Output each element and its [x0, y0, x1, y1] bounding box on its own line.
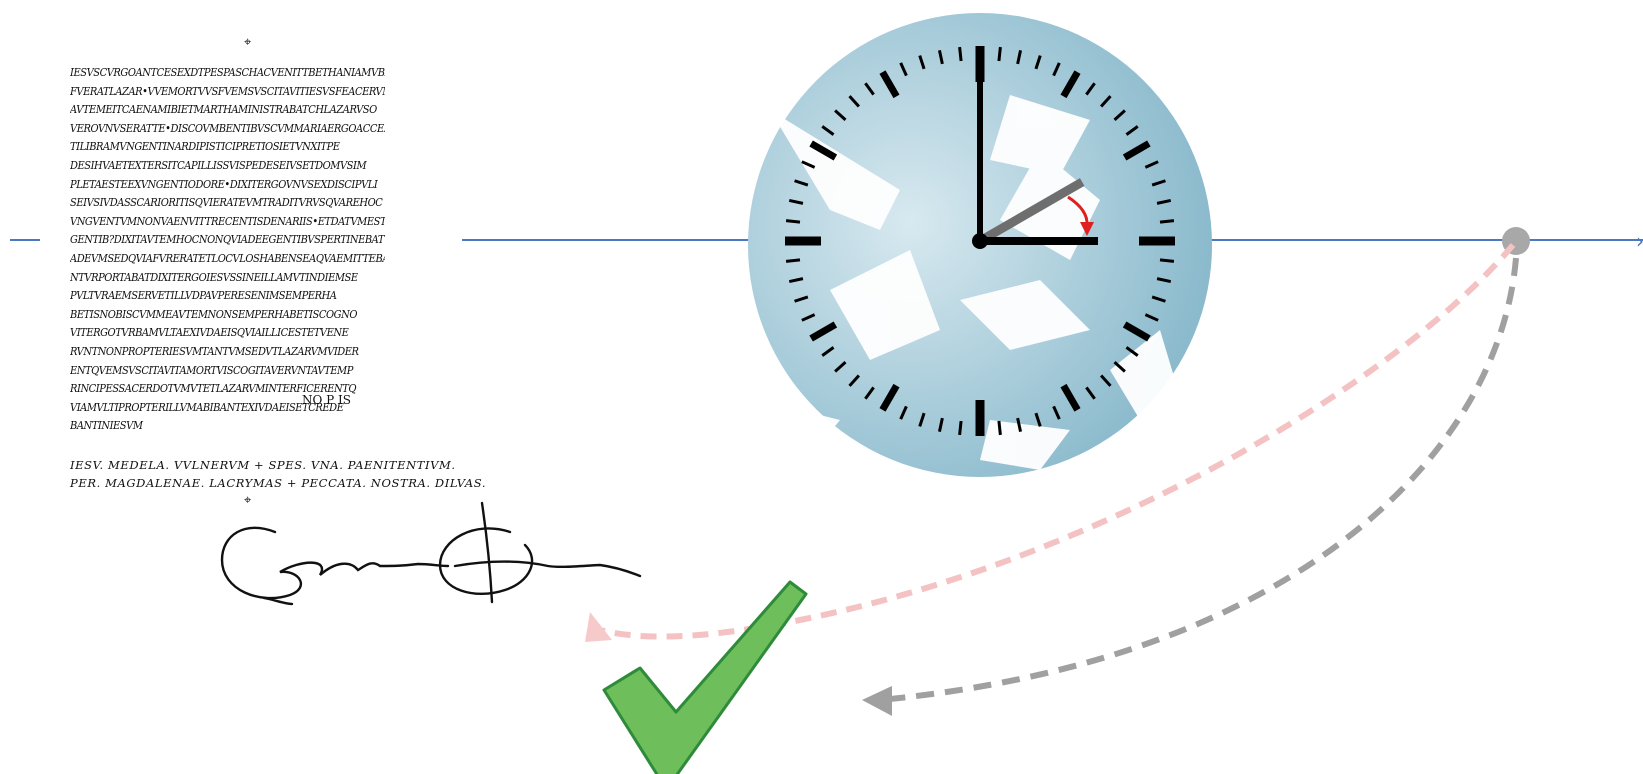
- clock-tick: [999, 47, 1000, 61]
- clock-tick: [999, 421, 1000, 435]
- clock-tick: [786, 221, 800, 222]
- motto-line-2: PER. MAGDALENAE. LACRYMAS + PECCATA. NOS…: [70, 476, 486, 490]
- right-arrow-tip: ›: [1636, 229, 1643, 253]
- cipher-line: IESVSCVRGOANTCESEXDTPESPASCHACVENITTBETH…: [70, 66, 385, 85]
- cipher-line: ENTQVEMSVSCITAVITAMORTVISCOGITAVERVNTAVT…: [70, 364, 385, 383]
- clock-tick: [786, 260, 800, 261]
- cipher-line: ADEVMSEDQVIAFVRERATETLOCVLOSHABENSEAQVAE…: [70, 252, 385, 271]
- clock-center: [972, 233, 988, 249]
- cipher-line: NTVRPORTABATDIXITERGOIESVSSINEILLAMVTIND…: [70, 271, 385, 290]
- clock-tick: [1160, 221, 1174, 222]
- cipher-line: BANTINIESVM: [70, 419, 385, 438]
- cipher-line: BETISNOBISCVMMEAVTEMNONSEMPERHABETISCOGN…: [70, 308, 385, 327]
- cipher-line: AVTEMEITCAENAMIBIETMARTHAMINISTRABATCHLA…: [70, 103, 385, 122]
- cipher-text: IESVSCVRGOANTCESEXDTPESPASCHACVENITTBETH…: [70, 66, 420, 426]
- cipher-line: VNGVENTVMNONVAENVITTRECENTISDENARIIS•ETD…: [70, 215, 385, 234]
- nomen-sacrum: NO P IS: [302, 393, 351, 407]
- cipher-line: VEROVNVSERATTE•DISCOVMBENTIBVSCVMMARIAER…: [70, 122, 385, 141]
- cipher-line: TILIBRAMVNGENTINARDIPISTICIPRETIOSIETVNX…: [70, 140, 385, 159]
- cipher-line: VITERGOTVRBAMVLTAEXIVDAEISQVIAILLICESTET…: [70, 326, 385, 345]
- document-scan: ⌖ IESVSCVRGOANTCESEXDTPESPASCHACVENITTBE…: [70, 28, 430, 498]
- clock-tick: [960, 47, 961, 61]
- cipher-line: GENTIB?DIXITAVTEMHOCNONQVIADEEGENTIBVSPE…: [70, 233, 385, 252]
- cipher-line: FVERATLAZAR•VVEMORTVVSFVEMSVSCITAVITIESV…: [70, 85, 385, 104]
- clock-tick: [1160, 260, 1174, 261]
- cipher-line: PVLTVRAEMSERVETILLVDPAVPERESENIMSEMPERHA: [70, 289, 385, 308]
- crosshair-icon: ⌖: [244, 36, 251, 49]
- crosshair-icon: ⌖: [244, 494, 251, 507]
- cipher-line: DESIHVAETEXTERSITCAPILLISSVISPEDESEIVSET…: [70, 159, 385, 178]
- checkmark-icon: [604, 582, 806, 774]
- signature-icon: [222, 503, 640, 604]
- cipher-line: SEIVSIVDASSCARIORITISQVIERATEVMTRADITVRV…: [70, 196, 385, 215]
- clock-tick: [960, 421, 961, 435]
- motto-line-1: IESV. MEDELA. VVLNERVM + SPES. VNA. PAEN…: [70, 458, 456, 472]
- cipher-line: PLETAESTEEXVNGENTIODORE•DIXITERGOVNVSEXD…: [70, 178, 385, 197]
- cipher-line: RVNTNONPROPTERIESVMTANTVMSEDVTLAZARVMVID…: [70, 345, 385, 364]
